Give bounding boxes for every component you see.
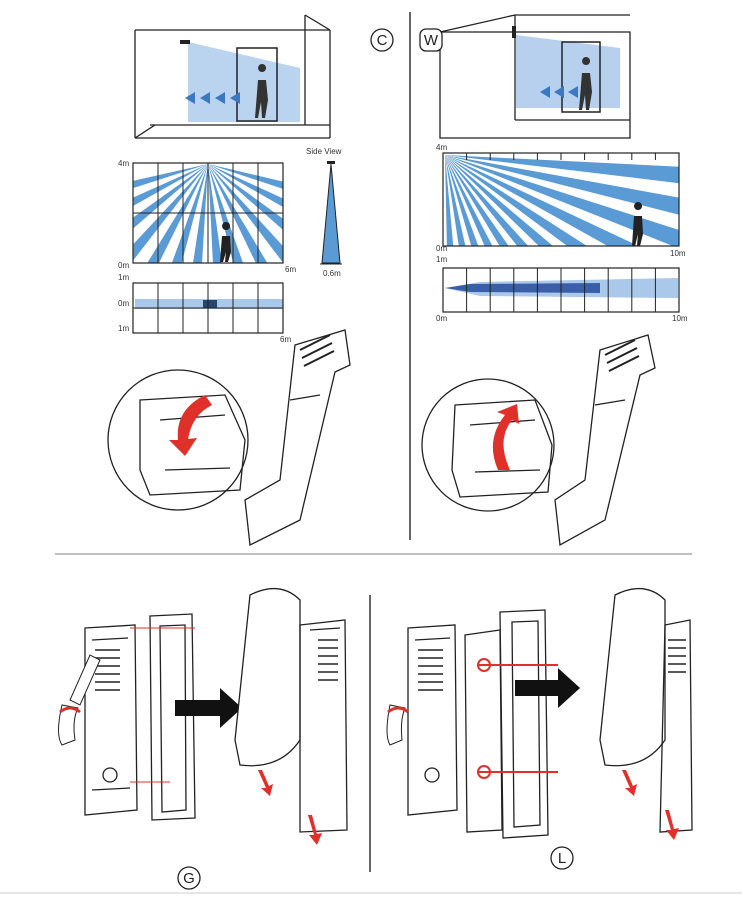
wall-chart-y-bottom: 0m (436, 244, 447, 253)
detection-beam (208, 164, 283, 263)
mounting-l-illustration (386, 588, 693, 840)
ceiling-range-chart: 4m 0m 6m (118, 159, 296, 274)
detection-beam (445, 155, 493, 246)
ceiling-chart-x-end: 6m (285, 265, 296, 274)
ceiling-lens-adjust-illustration (107, 329, 351, 546)
ceiling-badge-label: C (377, 32, 388, 49)
right-arrow-icon (175, 688, 242, 728)
detection-beam (445, 155, 679, 215)
right-arrow-icon-2 (515, 668, 580, 708)
detection-beam (445, 155, 529, 246)
ceiling-top-y-top: 1m (118, 273, 129, 282)
wall-chart-y-top: 4m (436, 143, 447, 152)
detection-beam (445, 155, 587, 246)
detection-beam (208, 164, 244, 263)
rotate-up-arrow-icon (492, 404, 519, 470)
detection-beam (133, 164, 208, 189)
wall-top-x-end: 10m (672, 314, 688, 323)
wall-top-x-start: 0m (436, 314, 447, 323)
mounting-g-badge: G (177, 866, 201, 890)
detection-beam (133, 164, 208, 229)
detection-beam (445, 155, 454, 246)
detection-beam (445, 155, 554, 246)
wall-range-chart: 4m 0m 10m (436, 143, 686, 258)
wall-top-view: 1m 0m 10m (436, 255, 688, 323)
side-view-width: 0.6m (323, 269, 341, 278)
mounting-g-illustration (58, 588, 348, 845)
detection-beam (445, 155, 479, 246)
wall-chart-x-end: 10m (670, 249, 686, 258)
detection-beam (133, 164, 208, 261)
ceiling-top-y-bottom: 1m (118, 324, 129, 333)
ceiling-top-y-mid: 0m (118, 299, 129, 308)
wall-mode-badge: W (419, 28, 443, 52)
detection-beam (208, 164, 283, 208)
detection-beam (208, 164, 268, 263)
mounting-l-label: L (558, 850, 566, 867)
detection-beam (133, 164, 208, 207)
side-view-title: Side View (306, 147, 342, 156)
mounting-g-label: G (183, 870, 195, 887)
ceiling-mode-badge: C (370, 28, 394, 52)
detection-beam (208, 164, 283, 189)
detection-beam (445, 155, 679, 246)
rotate-down-arrow-icon (169, 395, 212, 456)
ceiling-chart-y-top: 4m (118, 159, 129, 168)
ceiling-room-illustration (134, 14, 331, 139)
wall-badge-label: W (424, 32, 439, 49)
detection-beam (445, 155, 679, 184)
ceiling-top-x-end: 6m (280, 335, 291, 344)
detection-beam (445, 155, 466, 246)
mounting-l-badge: L (550, 846, 574, 870)
ceiling-side-view: Side View 0.6m (306, 147, 342, 278)
wall-lens-adjust-illustration (421, 334, 656, 547)
ceiling-chart-y-bottom: 0m (118, 261, 129, 270)
wall-top-y-top: 1m (436, 255, 447, 264)
wall-room-illustration (439, 14, 631, 139)
detection-beam (445, 155, 509, 246)
ceiling-top-view: 1m 0m 1m 6m (118, 273, 291, 344)
detection-beam (445, 155, 639, 246)
